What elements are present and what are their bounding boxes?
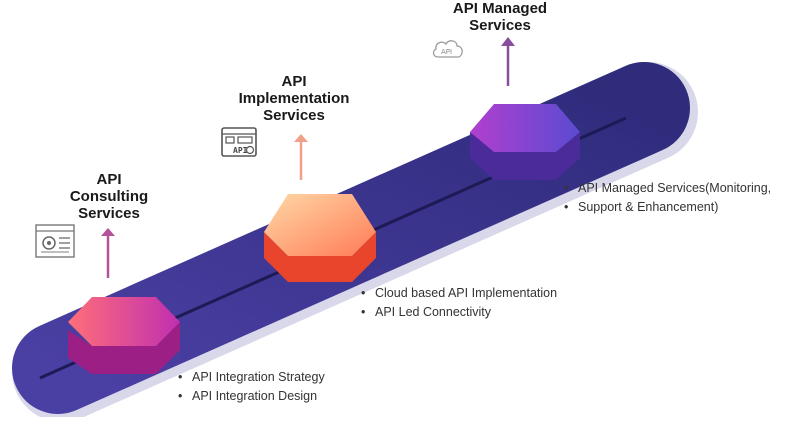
stage-1-title-line-2: Consulting [69,188,149,205]
arrow-stage-1 [101,228,115,278]
api-cloud-icon: API [432,40,463,58]
stage-2-title-line-3: Services [263,107,325,124]
api-screen-icon: API [221,127,257,157]
arrow-stage-3 [501,37,515,86]
stage-2-bullets: Cloud based API Implementation API Led C… [359,284,557,322]
stage-1-bullets: API Integration Strategy API Integration… [176,368,325,406]
api-cloud-icon-label: API [441,48,452,56]
stage-2-bullet-1: Cloud based API Implementation [359,284,557,303]
svg-text:API: API [233,146,248,155]
stage-3-bullet-1: API Managed Services(Monitoring, [562,179,771,198]
stage-1-bullet-1: API Integration Strategy [176,368,325,387]
stage-2-title-line-1: API [281,73,307,90]
stage-3-bullets: API Managed Services(Monitoring, Support… [562,179,771,217]
arrow-stage-2 [294,134,308,180]
hexagon-stage-3 [470,104,580,180]
stage-1-bullet-2: API Integration Design [176,387,325,406]
stage-2-bullet-2: API Led Connectivity [359,303,557,322]
stage-3-title-line-2: Services [469,17,531,34]
stage-3-title: API Managed Services [430,0,570,34]
settings-code-icon [35,224,75,258]
hexagon-stage-2 [264,194,376,282]
stage-3-title-line-1: API Managed [452,0,548,17]
stage-1-title-line-1: API [96,171,122,188]
hexagon-stage-1 [68,297,180,374]
stage-1-title: API Consulting Services [39,171,179,222]
stage-3-bullet-2: Support & Enhancement) [562,198,771,217]
stage-1-title-line-3: Services [78,205,140,222]
stage-2-title-line-2: Implementation [238,90,350,107]
stage-2-title: API Implementation Services [224,73,364,124]
